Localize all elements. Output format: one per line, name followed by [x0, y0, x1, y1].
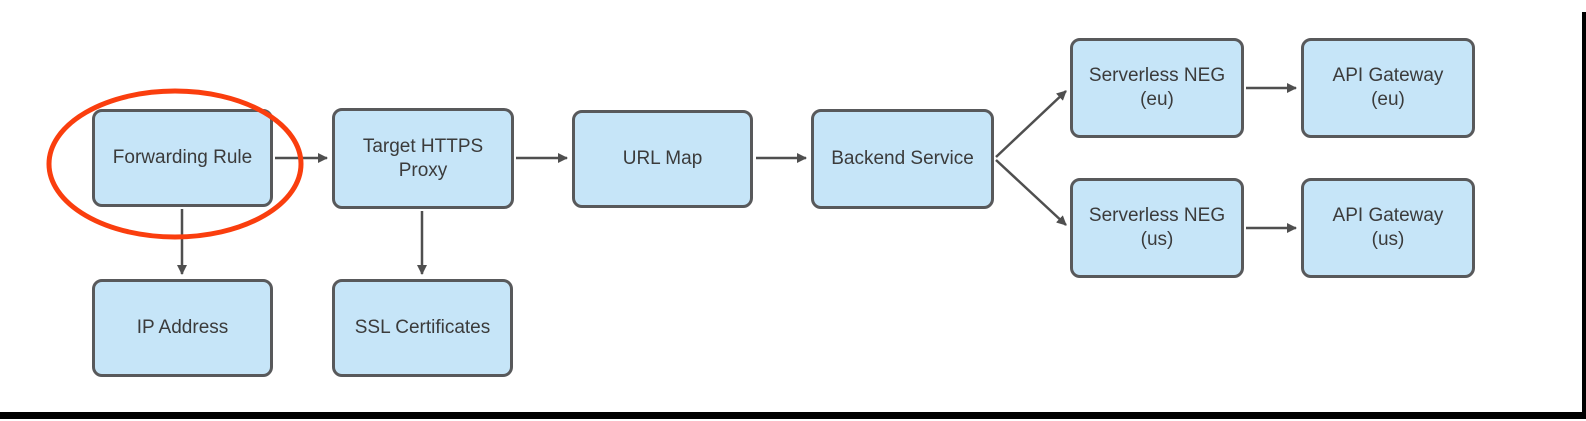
- window-border-bottom: [0, 412, 1586, 419]
- node-label: Serverless NEG (eu): [1088, 65, 1226, 110]
- node-label: Forwarding Rule: [112, 147, 253, 169]
- node-label: API Gateway (us): [1332, 205, 1444, 250]
- node-serverless-neg-eu[interactable]: Serverless NEG (eu): [1070, 38, 1244, 138]
- node-label: SSL Certificates: [354, 317, 491, 339]
- node-forwarding-rule[interactable]: Forwarding Rule: [92, 109, 273, 207]
- node-label: IP Address: [136, 317, 229, 339]
- node-serverless-neg-us[interactable]: Serverless NEG (us): [1070, 178, 1244, 278]
- node-label: API Gateway (eu): [1332, 65, 1444, 110]
- node-target-https-proxy[interactable]: Target HTTPS Proxy: [332, 108, 514, 209]
- window-border-right: [1582, 12, 1586, 419]
- arrow-backend-service-to-serverless-neg-us: [995, 159, 1067, 226]
- node-api-gateway-eu[interactable]: API Gateway (eu): [1301, 38, 1475, 138]
- node-ip-address[interactable]: IP Address: [92, 279, 273, 377]
- node-api-gateway-us[interactable]: API Gateway (us): [1301, 178, 1475, 278]
- node-label: Target HTTPS Proxy: [362, 135, 484, 181]
- node-label: Backend Service: [831, 148, 974, 170]
- node-backend-service[interactable]: Backend Service: [811, 109, 994, 209]
- node-label: Serverless NEG (us): [1088, 205, 1226, 250]
- node-label: URL Map: [622, 148, 703, 170]
- node-ssl-certificates[interactable]: SSL Certificates: [332, 279, 513, 377]
- arrow-backend-service-to-serverless-neg-eu: [995, 90, 1067, 158]
- node-url-map[interactable]: URL Map: [572, 110, 753, 208]
